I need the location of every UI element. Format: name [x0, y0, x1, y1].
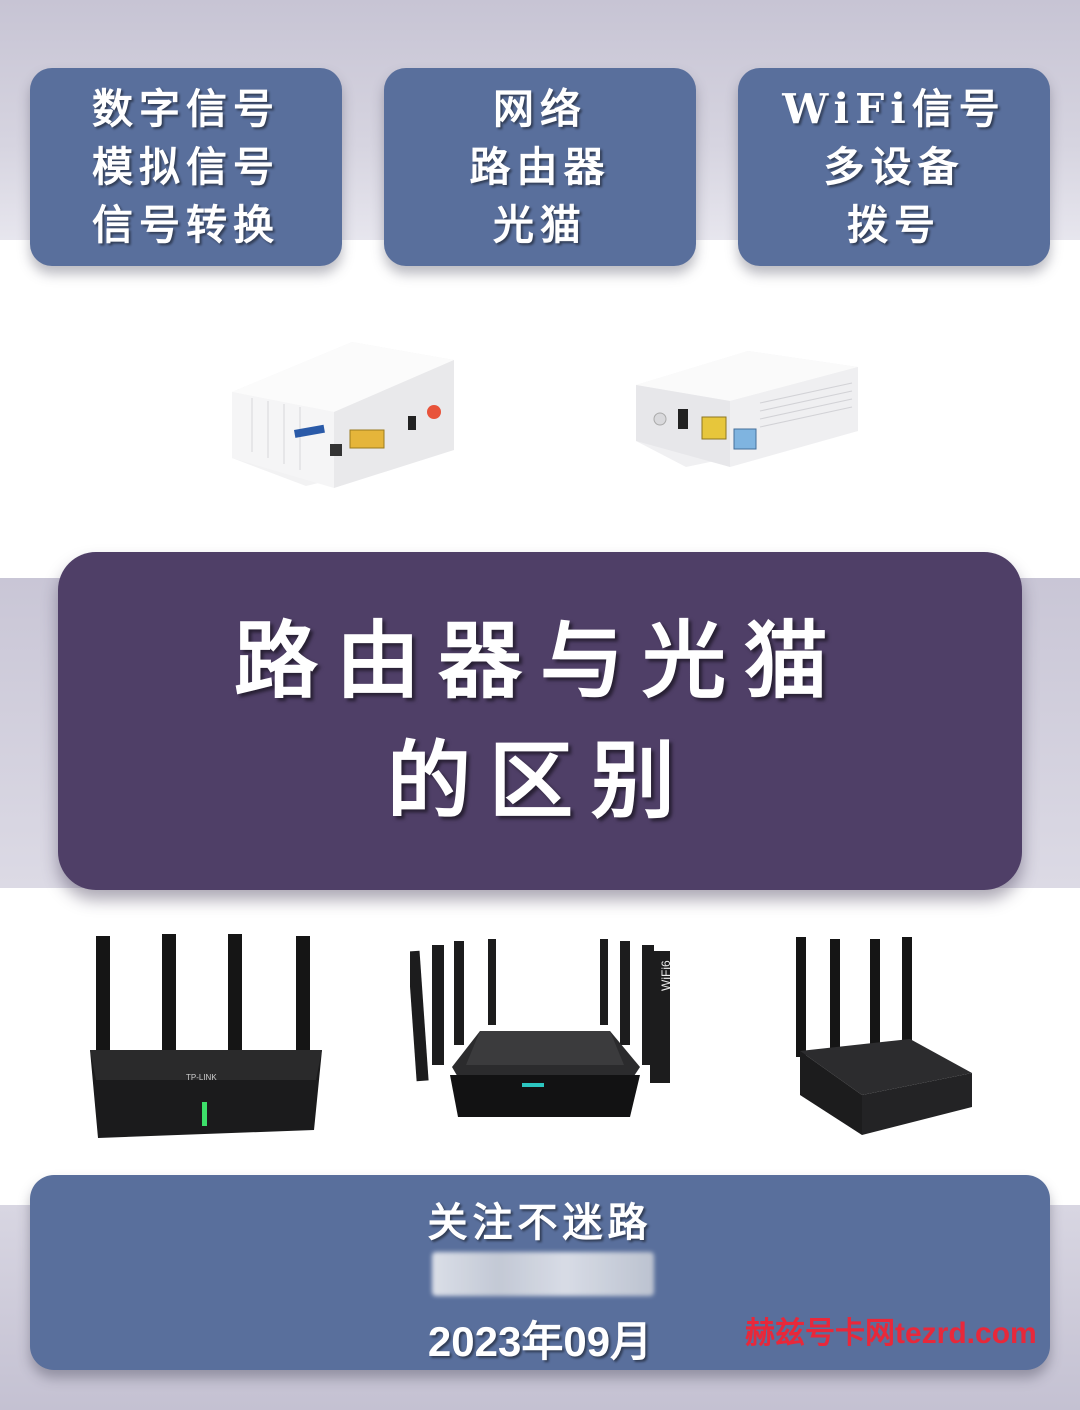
keyword-line: 网络 [493, 85, 587, 133]
router-image-tplink: TP-LINK [90, 934, 322, 1138]
keyword-line: 数字信号 [92, 85, 280, 133]
keyword-card-wifi: WiFi信号 多设备 拨号 [738, 68, 1050, 266]
optical-modem-image-2 [636, 351, 858, 467]
title-card: 路由器与光猫 的区别 [58, 552, 1022, 890]
watermark-text: 赫兹号卡网tezrd.com [745, 1317, 1037, 1350]
follow-text: 关注不迷路 [427, 1199, 653, 1246]
keyword-line: 信号转换 [92, 201, 280, 249]
router-brand-label: TP-LINK [186, 1073, 217, 1082]
blurred-account-name [432, 1252, 654, 1296]
keyword-line: WiFi信号 [782, 85, 1006, 133]
wifi6-badge-label: WiFi6 [659, 960, 673, 991]
keyword-line: 光猫 [493, 201, 587, 249]
keyword-line: 路由器 [469, 143, 611, 191]
router-image-wifi6: WiFi6 [410, 939, 673, 1117]
page-title-line2: 的区别 [386, 731, 693, 830]
keyword-card-signal: 数字信号 模拟信号 信号转换 [30, 68, 342, 266]
keyword-line: 模拟信号 [92, 143, 280, 191]
date-text: 2023年09月 [427, 1318, 653, 1365]
router-image-black [796, 937, 972, 1135]
optical-modem-image-1 [232, 342, 454, 488]
keyword-card-network: 网络 路由器 光猫 [384, 68, 696, 266]
keyword-line: 多设备 [823, 143, 965, 191]
page-title-line1: 路由器与光猫 [233, 611, 846, 710]
keyword-line: 拨号 [847, 201, 941, 249]
